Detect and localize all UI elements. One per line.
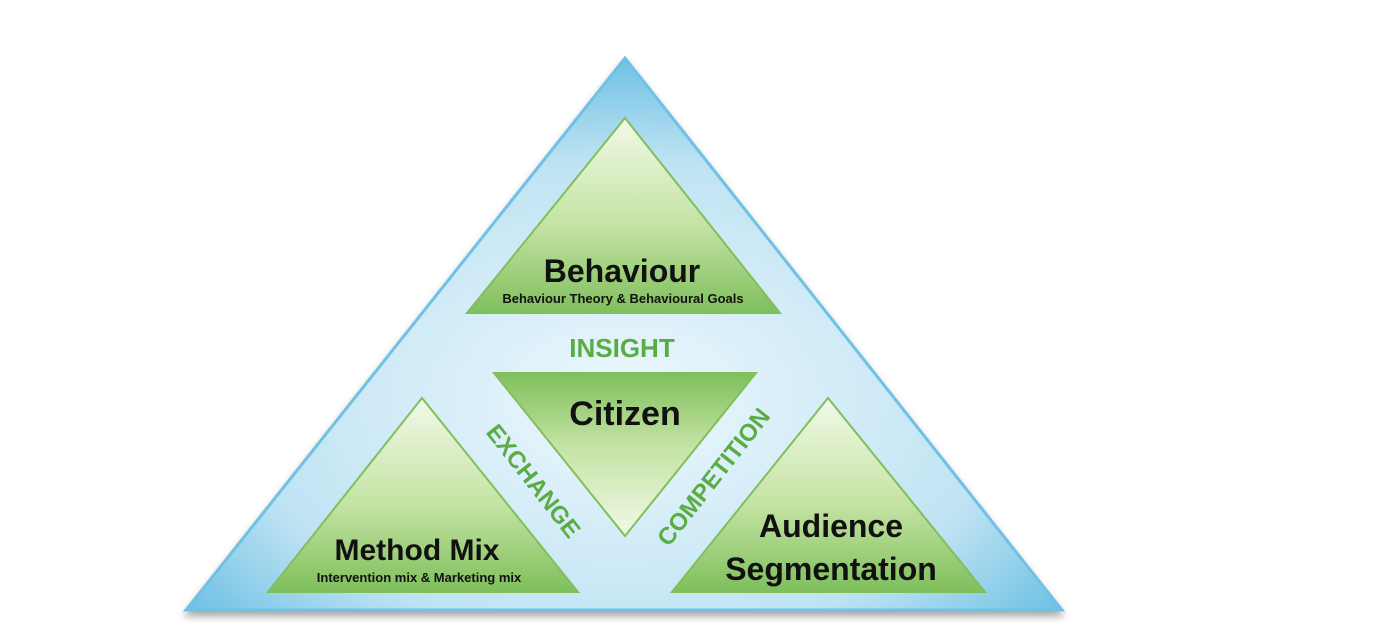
- method-mix-subtitle: Intervention mix & Marketing mix: [317, 570, 522, 585]
- insight-label: INSIGHT: [569, 333, 675, 363]
- audience-title-line1: Audience: [759, 508, 903, 544]
- behaviour-subtitle: Behaviour Theory & Behavioural Goals: [502, 291, 743, 306]
- audience-segmentation-triangle: [669, 396, 988, 593]
- audience-title-line2: Segmentation: [725, 551, 937, 587]
- behaviour-triangle: [464, 116, 783, 314]
- behaviour-title: Behaviour: [544, 253, 700, 289]
- method-mix-triangle: [265, 396, 581, 593]
- citizen-title: Citizen: [569, 395, 680, 433]
- citizen-triangle: [491, 372, 759, 538]
- method-mix-title: Method Mix: [335, 534, 500, 567]
